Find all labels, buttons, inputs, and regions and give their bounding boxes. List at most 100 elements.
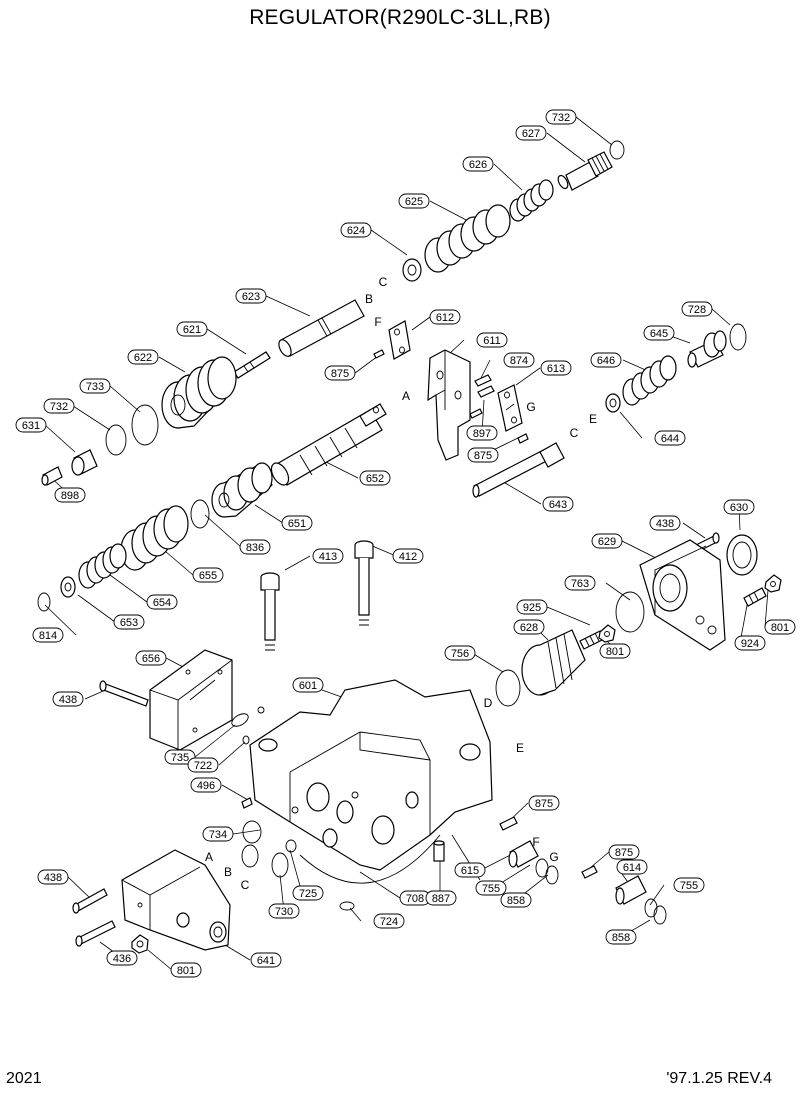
- cover-656: [149, 649, 233, 751]
- callout-875: 875: [528, 795, 560, 811]
- ring-858-b: [653, 905, 667, 925]
- callout-label: 654: [153, 597, 171, 609]
- callout-label: 627: [522, 128, 540, 140]
- callout-644: 644: [654, 430, 686, 446]
- callout-801: 801: [170, 962, 202, 978]
- callout-801: 801: [599, 643, 631, 659]
- callout-label: 875: [535, 798, 553, 810]
- callout-611: 611: [476, 332, 508, 348]
- diagram-title: REGULATOR(R290LC-3LL,RB): [249, 6, 551, 29]
- seat-644: [605, 393, 621, 413]
- letter-marker-A: A: [205, 850, 213, 864]
- callout-label: 925: [523, 602, 541, 614]
- callout-label: 614: [623, 862, 641, 874]
- callout-label: 438: [656, 518, 674, 530]
- svg-text:F: F: [532, 835, 539, 849]
- callout-label: 628: [520, 622, 538, 634]
- callout-836: 836: [239, 539, 271, 555]
- callout-label: 612: [436, 312, 454, 324]
- callout-724: 724: [373, 913, 405, 929]
- callout-875: 875: [608, 844, 640, 860]
- callout-730: 730: [268, 903, 300, 919]
- callout-641: 641: [250, 952, 282, 968]
- oring-734: [242, 820, 262, 844]
- callout-label: 629: [598, 536, 616, 548]
- callout-label: 801: [771, 622, 789, 634]
- nut-801-bottom: [131, 934, 149, 954]
- callout-438: 438: [649, 515, 681, 531]
- callout-label: 836: [246, 542, 264, 554]
- callout-label: 613: [547, 363, 565, 375]
- letter-marker-E: E: [516, 741, 524, 755]
- svg-text:D: D: [484, 696, 493, 710]
- callout-734: 734: [202, 826, 234, 842]
- callout-label: 875: [331, 368, 349, 380]
- callout-label: 898: [61, 490, 79, 502]
- callout-label: 733: [86, 381, 104, 393]
- cover-641: [121, 849, 231, 951]
- pin-875-c: [499, 816, 518, 831]
- pin-874: [474, 374, 495, 398]
- svg-text:G: G: [549, 850, 558, 864]
- callout-label: 755: [482, 883, 500, 895]
- callout-label: 413: [319, 551, 337, 563]
- oring-756: [495, 669, 521, 707]
- callout-924: 924: [734, 635, 766, 651]
- callout-label: 732: [552, 112, 570, 124]
- callout-897: 897: [466, 425, 498, 441]
- oring-735: [231, 713, 249, 727]
- callout-label: 623: [242, 291, 260, 303]
- letter-marker-E: E: [589, 412, 597, 426]
- callout-613: 613: [540, 360, 572, 376]
- callout-label: 631: [22, 420, 40, 432]
- bolt-436: [75, 920, 116, 947]
- pin-887: [433, 840, 445, 862]
- oring-763: [615, 591, 645, 633]
- callout-label: 755: [680, 880, 698, 892]
- callout-label: 622: [134, 352, 152, 364]
- pin-898: [41, 466, 63, 486]
- callout-887: 887: [425, 890, 457, 906]
- callout-label: 643: [549, 499, 567, 511]
- letter-marker-B: B: [365, 292, 373, 306]
- rod-643: [472, 442, 565, 498]
- parts: [37, 140, 782, 954]
- callout-655: 655: [192, 567, 224, 583]
- callout-621: 621: [176, 321, 208, 337]
- letter-marker-G: G: [526, 400, 535, 414]
- oring-732-top: [609, 140, 625, 160]
- callout-601: 601: [292, 677, 324, 693]
- callout-label: 725: [299, 888, 317, 900]
- callout-438: 438: [52, 691, 84, 707]
- callout-label: 814: [39, 630, 57, 642]
- callout-646: 646: [590, 352, 622, 368]
- plug-627: [557, 151, 613, 191]
- callout-label: 646: [597, 355, 615, 367]
- plug-645: [687, 330, 727, 368]
- callout-label: 611: [483, 335, 501, 347]
- callout-643: 643: [542, 496, 574, 512]
- callout-413: 413: [312, 548, 344, 564]
- callout-label: 801: [606, 646, 624, 658]
- callout-label: 496: [197, 780, 215, 792]
- callout-756: 756: [444, 645, 476, 661]
- ring-836: [190, 499, 210, 529]
- seat-624: [402, 258, 422, 282]
- callout-625: 625: [398, 193, 430, 209]
- svg-text:A: A: [402, 389, 410, 403]
- pin-897: [469, 408, 483, 419]
- callout-label: 732: [50, 401, 68, 413]
- callout-725: 725: [292, 885, 324, 901]
- nut-801-right: [764, 574, 782, 593]
- callout-735: 735: [164, 749, 196, 765]
- svg-text:C: C: [570, 426, 579, 440]
- callout-612: 612: [429, 309, 461, 325]
- svg-text:F: F: [374, 315, 381, 329]
- callout-label: 625: [405, 196, 423, 208]
- ring-814: [37, 592, 51, 612]
- svg-text:E: E: [516, 741, 524, 755]
- letter-marker-C: C: [570, 426, 579, 440]
- callout-label: 858: [507, 895, 525, 907]
